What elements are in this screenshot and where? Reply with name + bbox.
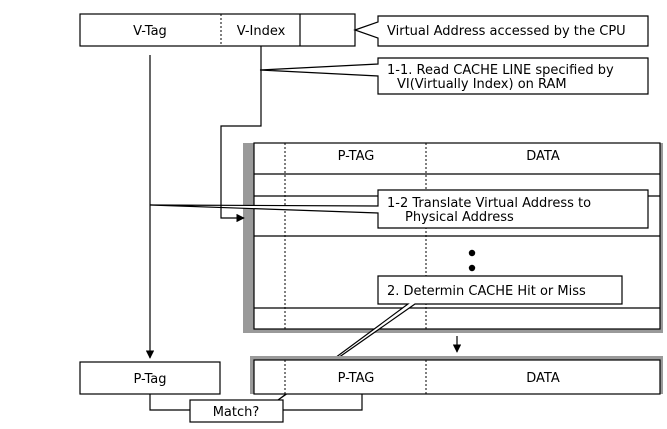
- v-tag-label: V-Tag: [133, 24, 167, 39]
- match-label: Match?: [213, 405, 260, 420]
- cache-data-header: DATA: [526, 149, 560, 164]
- p-tag-label: P-Tag: [133, 372, 166, 387]
- virtual-address-box: V-Tag V-Index: [79, 13, 356, 47]
- p-tag-box: P-Tag: [79, 361, 221, 395]
- callout-determine: 2. Determin CACHE Hit or Miss: [277, 275, 623, 401]
- callout-read-line-text-2: VI(Virtually Index) on RAM: [397, 77, 567, 92]
- callout-read-line: 1-1. Read CACHE LINE specified by VI(Vir…: [259, 57, 649, 95]
- selected-cache-line: P-TAG DATA: [250, 356, 663, 395]
- callout-cpu-access-text: Virtual Address accessed by the CPU: [387, 24, 626, 39]
- callout-translate-text-2: Physical Address: [405, 210, 514, 225]
- v-index-label: V-Index: [237, 24, 286, 39]
- cache-ptag-header: P-TAG: [338, 149, 375, 164]
- callout-determine-text: 2. Determin CACHE Hit or Miss: [387, 284, 586, 299]
- callout-translate: 1-2 Translate Virtual Address to Physica…: [149, 189, 649, 229]
- selected-ptag-label: P-TAG: [338, 371, 375, 386]
- selected-data-label: DATA: [526, 371, 560, 386]
- match-box: Match?: [189, 399, 284, 423]
- ellipsis-dot-bottom: [468, 264, 476, 272]
- ellipsis-dot-top: [468, 249, 476, 257]
- callout-cpu-access: Virtual Address accessed by the CPU: [353, 15, 649, 47]
- connectors: [145, 46, 462, 411]
- callout-translate-text-1: 1-2 Translate Virtual Address to: [387, 196, 591, 211]
- callout-read-line-text-1: 1-1. Read CACHE LINE specified by: [387, 63, 614, 78]
